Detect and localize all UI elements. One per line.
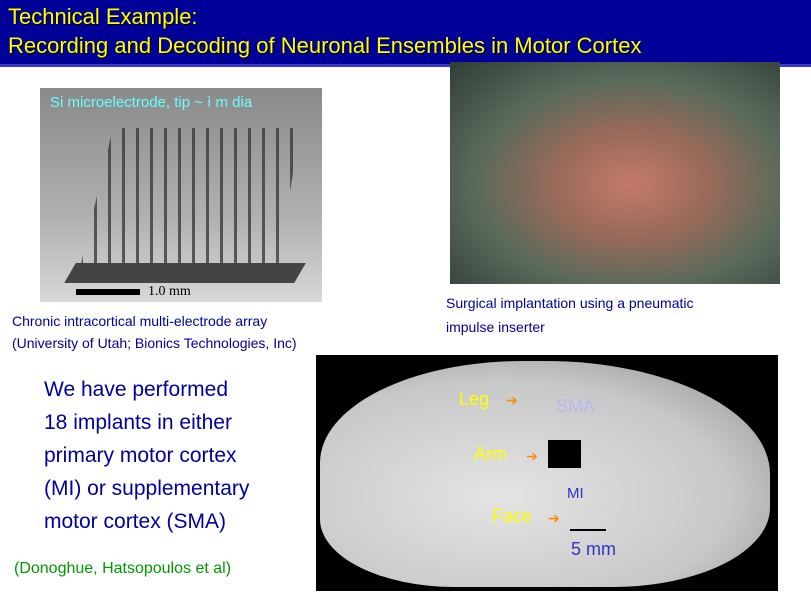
electrode-caption-1: Chronic intracortical multi-electrode ar… <box>12 313 268 329</box>
mi-label: MI <box>567 485 584 502</box>
face-label: Face <box>492 506 533 526</box>
body-line: (MI) or supplementary <box>44 477 250 500</box>
surgery-caption-2: impulse inserter <box>446 319 545 335</box>
body-text: We have performed 18 implants in either … <box>44 373 249 538</box>
title-line-1: Technical Example: <box>8 4 198 29</box>
arm-label: Arm <box>474 444 507 464</box>
sma-label: SMA <box>556 396 596 416</box>
electrode-label: Si microelectrode, tip ~ ì m dia <box>50 94 253 111</box>
electrode-caption-2: (University of Utah; Bionics Technologie… <box>12 335 297 351</box>
brain-image: Leg ➔ SMA Arm ➔ MI Face ➔ 5 mm <box>316 355 778 591</box>
body-line: primary motor cortex <box>44 444 237 467</box>
scale-bar <box>76 289 140 295</box>
scale-label: 1.0 mm <box>148 284 191 299</box>
body-line: 18 implants in either <box>44 411 232 434</box>
brain-shape <box>320 361 770 587</box>
brain-scale-bar <box>570 529 606 531</box>
title-line-2: Recording and Decoding of Neuronal Ensem… <box>8 33 642 58</box>
body-line: We have performed <box>44 378 229 401</box>
leg-label: Leg <box>459 389 490 409</box>
surgery-photo <box>450 62 780 284</box>
citation: (Donoghue, Hatsopoulos et al) <box>14 560 232 577</box>
surgery-caption-1: Surgical implantation using a pneumatic <box>446 295 694 311</box>
body-line: motor cortex (SMA) <box>44 510 227 533</box>
electrode-base <box>64 263 306 283</box>
arm-arrow-icon: ➔ <box>526 448 538 464</box>
electrode-array-image: Si microelectrode, tip ~ ì m dia 1.0 mm <box>40 88 322 302</box>
face-arrow-icon: ➔ <box>548 510 560 526</box>
leg-arrow-icon: ➔ <box>506 392 518 408</box>
electrode-spikes <box>80 128 300 268</box>
title-banner: Technical Example: Recording and Decodin… <box>0 0 811 67</box>
brain-scale-label: 5 mm <box>571 539 616 559</box>
implant-site-marker <box>548 440 581 468</box>
